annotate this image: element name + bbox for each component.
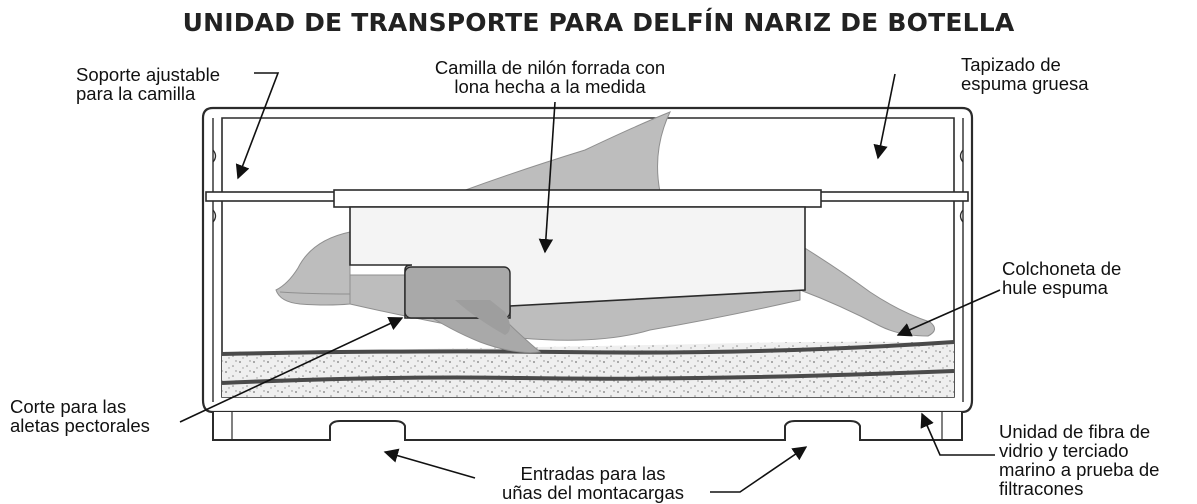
foam-band-middle bbox=[221, 369, 955, 385]
callouts bbox=[179, 72, 1001, 493]
nylon-stretcher bbox=[349, 206, 806, 335]
forklift-skid-base bbox=[212, 412, 963, 441]
callout-entradas-left bbox=[383, 448, 476, 479]
label-tapizado: Tapizado de espuma gruesa bbox=[961, 55, 1089, 93]
label-colchoneta-line-1: Colchoneta de bbox=[1002, 258, 1122, 279]
foam-band-top bbox=[221, 340, 955, 356]
label-unidad-line-4: filtracones bbox=[999, 478, 1084, 499]
callout-corte bbox=[179, 316, 404, 423]
dolphin-pectoral-fin bbox=[419, 309, 542, 353]
label-tapizado-line-1: Tapizado de bbox=[961, 54, 1061, 75]
label-unidad-line-1: Unidad de fibra de bbox=[999, 421, 1151, 442]
label-corte-line-1: Corte para las bbox=[10, 396, 127, 417]
left-latch-top bbox=[212, 149, 217, 163]
dolphin-tail bbox=[799, 244, 935, 337]
label-soporte-line-1: Soporte ajustable bbox=[76, 64, 220, 85]
label-unidad-line-2: vidrio y terciado bbox=[999, 440, 1129, 461]
label-camilla: Camilla de nilón forrada con lona hecha … bbox=[415, 58, 685, 96]
dolphin-head bbox=[275, 231, 351, 306]
callout-camilla bbox=[538, 101, 556, 254]
label-unidad: Unidad de fibra de vidrio y terciado mar… bbox=[999, 422, 1159, 498]
label-soporte-line-2: para la camilla bbox=[76, 83, 196, 104]
label-colchoneta-line-2: hule espuma bbox=[1002, 277, 1108, 298]
label-camilla-line-1: Camilla de nilón forrada con bbox=[434, 57, 666, 78]
label-colchoneta: Colchoneta de hule espuma bbox=[1002, 259, 1121, 297]
callout-colchoneta bbox=[896, 289, 1001, 337]
label-corte: Corte para las aletas pectorales bbox=[10, 397, 150, 435]
callout-tapizado bbox=[873, 73, 896, 160]
foam-mattress-fill bbox=[222, 341, 954, 397]
label-unidad-line-3: marino a prueba de bbox=[999, 459, 1160, 480]
label-entradas-line-1: Entradas para las bbox=[520, 463, 666, 484]
label-tapizado-line-2: espuma gruesa bbox=[961, 73, 1089, 94]
callout-soporte bbox=[235, 72, 280, 180]
label-entradas: Entradas para las uñas del montacargas bbox=[478, 464, 708, 502]
fin-through-cutout bbox=[455, 300, 510, 335]
label-camilla-line-2: lona hecha a la medida bbox=[454, 76, 646, 97]
support-bar-clamp bbox=[333, 189, 822, 208]
label-corte-line-2: aletas pectorales bbox=[10, 415, 150, 436]
label-entradas-line-2: uñas del montacargas bbox=[501, 482, 685, 503]
dolphin-dorsal-fin bbox=[459, 111, 671, 193]
left-latch-mid bbox=[212, 209, 217, 223]
diagram-title: UNIDAD DE TRANSPORTE PARA DELFÍN NARIZ D… bbox=[182, 8, 1015, 37]
callout-unidad bbox=[920, 412, 995, 456]
dolphin-rostrum-line bbox=[279, 291, 351, 295]
right-latch-mid bbox=[959, 209, 964, 223]
foam-mattress bbox=[221, 340, 955, 397]
label-soporte: Soporte ajustable para la camilla bbox=[76, 65, 220, 103]
callout-entradas-right bbox=[710, 446, 808, 493]
right-latch-top bbox=[959, 149, 964, 163]
